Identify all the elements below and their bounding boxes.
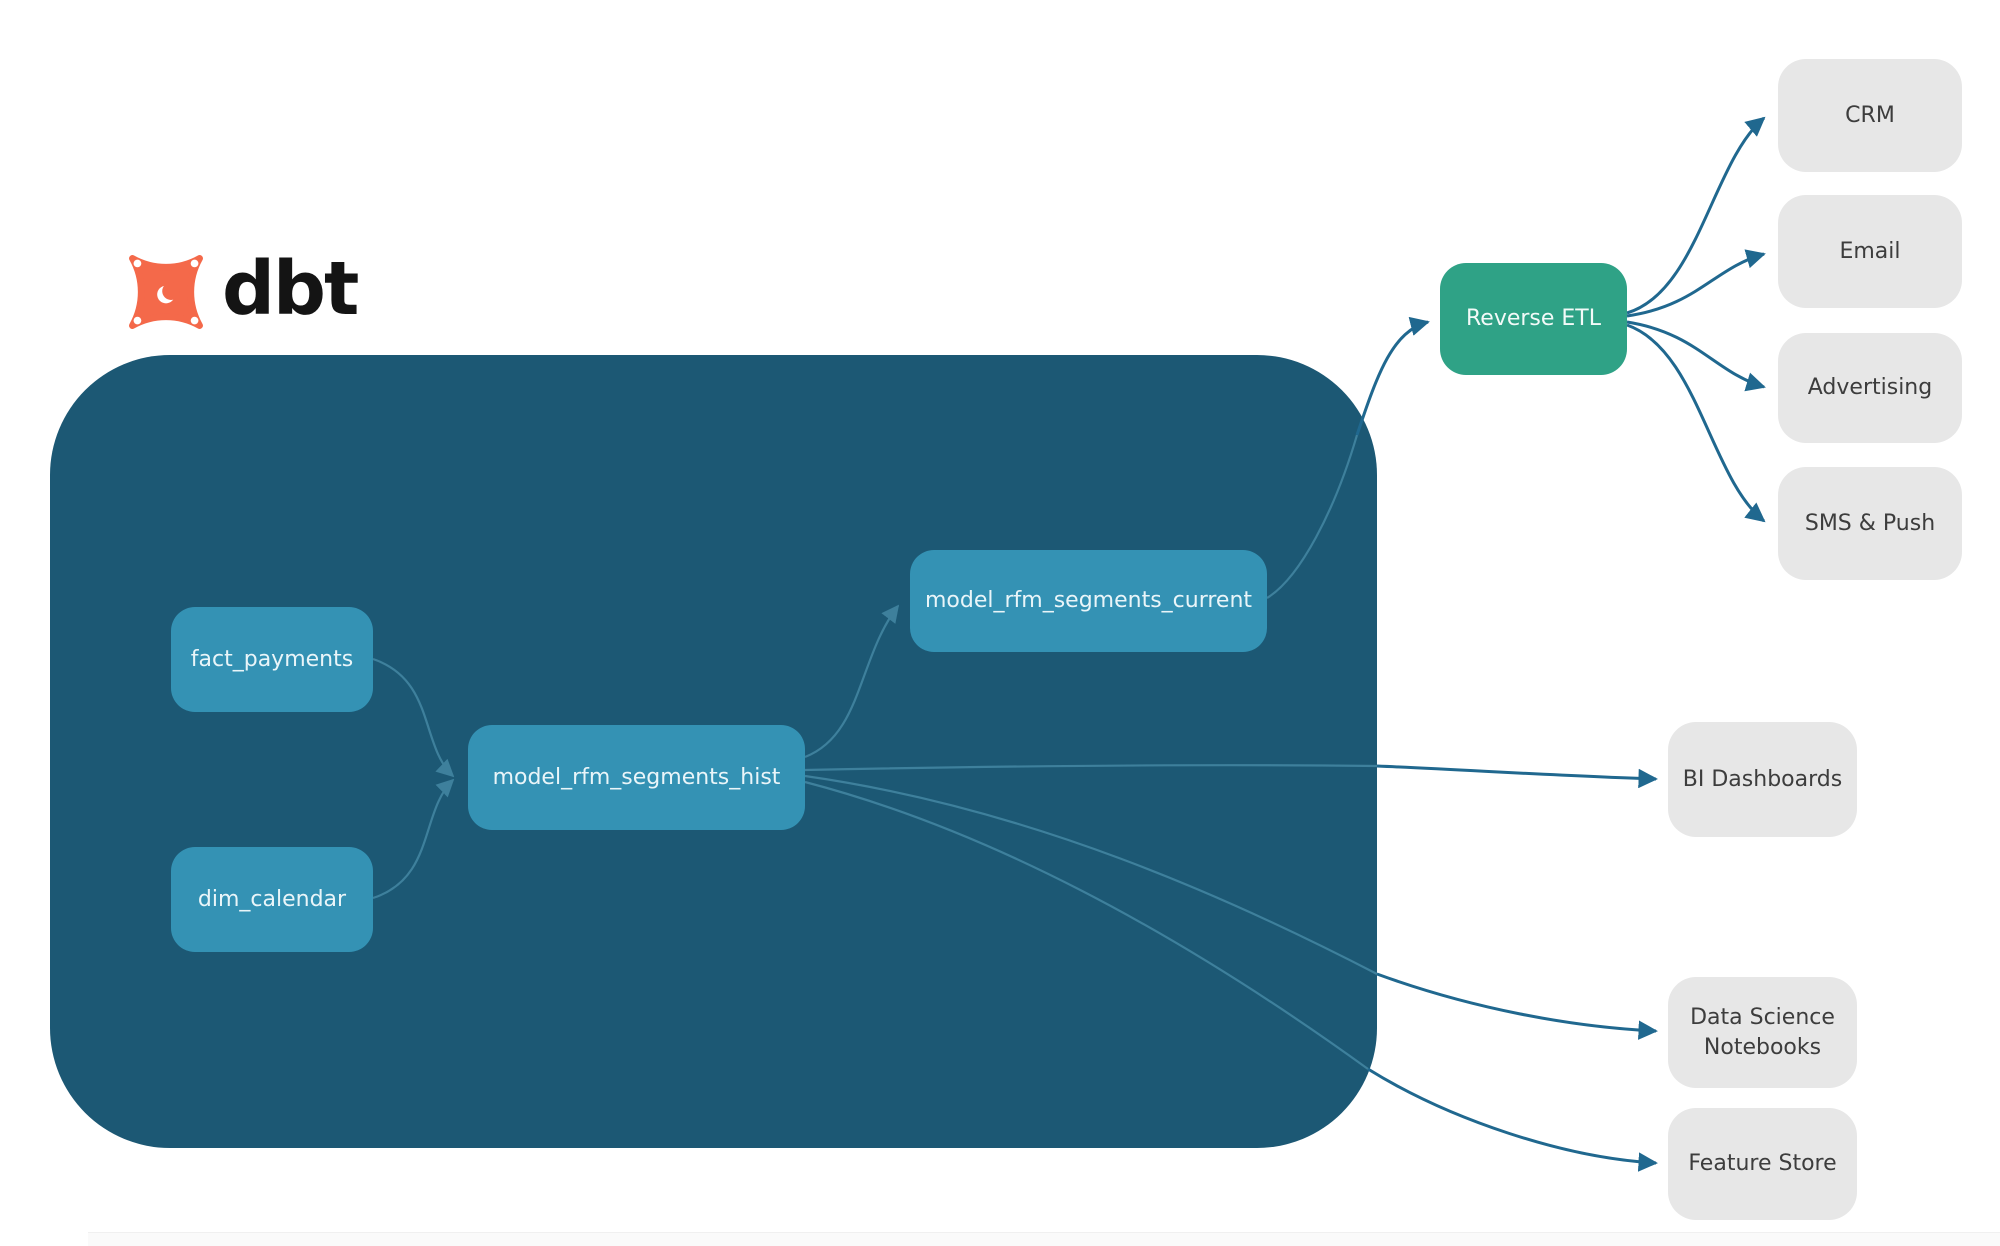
node-fact-payments: fact_payments (171, 607, 373, 712)
node-advertising-label: Advertising (1807, 375, 1933, 401)
node-model-rfm-segments-current-label: model_rfm_segments_current (924, 588, 1253, 614)
edge-dim-calendar-to-hist (372, 778, 455, 900)
node-email-label: Email (1839, 238, 1901, 264)
edge-hist-to-bi-outside (1376, 764, 1658, 789)
edge-hist-to-bi-inside (804, 764, 1378, 772)
edge-hist-to-ds-outside (1376, 972, 1658, 1040)
edge-hist-to-fs-inside (804, 780, 1369, 1070)
dbt-logo-icon (129, 255, 203, 329)
node-bi-dashboards: BI Dashboards (1668, 722, 1857, 837)
edge-retl-to-sms (1626, 323, 1766, 523)
edge-retl-to-advertising (1626, 320, 1766, 392)
node-reverse-etl-label: Reverse ETL (1465, 306, 1602, 332)
edge-hist-to-current (804, 604, 900, 759)
edge-hist-to-fs-outside (1367, 1067, 1658, 1172)
node-model-rfm-segments-current: model_rfm_segments_current (910, 550, 1267, 652)
node-crm-label: CRM (1845, 102, 1895, 128)
edge-hist-to-ds-inside (804, 774, 1378, 975)
node-dim-calendar-label: dim_calendar (197, 886, 347, 912)
node-feature-store: Feature Store (1668, 1108, 1857, 1220)
node-dim-calendar: dim_calendar (171, 847, 373, 952)
node-crm: CRM (1778, 59, 1962, 172)
edge-current-to-retl-inside (1266, 434, 1359, 599)
edge-retl-to-email (1626, 249, 1766, 318)
node-reverse-etl: Reverse ETL (1440, 263, 1627, 375)
node-feature-store-label: Feature Store (1688, 1151, 1837, 1177)
node-sms-push-label: SMS & Push (1804, 510, 1936, 536)
dbt-logo-text: dbt (222, 246, 359, 332)
node-email: Email (1778, 195, 1962, 308)
node-advertising: Advertising (1778, 333, 1962, 443)
edge-fact-payments-to-hist (372, 657, 455, 778)
node-data-science-notebooks-label: Data Science Notebooks (1690, 1004, 1835, 1060)
node-fact-payments-label: fact_payments (190, 646, 354, 672)
node-model-rfm-segments-hist: model_rfm_segments_hist (468, 725, 805, 830)
node-bi-dashboards-label: BI Dashboards (1682, 766, 1843, 792)
node-sms-push: SMS & Push (1778, 467, 1962, 580)
bottom-edge-strip (88, 1232, 2000, 1246)
edge-current-to-retl-outside (1355, 316, 1430, 436)
edge-retl-to-crm (1626, 116, 1766, 315)
node-model-rfm-segments-hist-label: model_rfm_segments_hist (492, 764, 781, 790)
node-data-science-notebooks: Data Science Notebooks (1668, 977, 1857, 1088)
dbt-logo: dbt (120, 246, 359, 334)
